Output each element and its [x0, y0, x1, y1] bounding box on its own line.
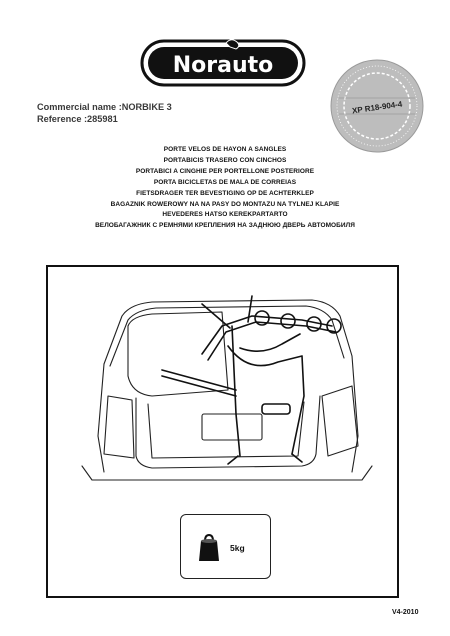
title-pt: PORTA BICICLETAS DE MALA DE CORREIAS [153, 178, 297, 186]
commercial-name: Commercial name :NORBIKE 3 [37, 102, 172, 112]
weight-label: 5kg [230, 543, 245, 553]
version-code: V4-2010 [392, 609, 419, 616]
logo-emblem-icon [225, 39, 240, 50]
title-es: PORTABICIS TRASERO CON CINCHOS [163, 156, 287, 164]
multilingual-titles: PORTE VELOS DE HAYON A SANGLES PORTABICI… [0, 145, 450, 232]
logo-graphic: Norauto [140, 39, 306, 87]
car-rear-icon [81, 295, 373, 481]
title-hu: HEVEDERES HATSO KEREKPARTARTO [162, 211, 288, 219]
reference-number: Reference :285981 [37, 113, 118, 124]
logo-text: Norauto [173, 53, 274, 78]
seal-graphic: XP R18-904-4 [330, 59, 424, 153]
norauto-logo: Norauto [140, 37, 306, 89]
title-fr: PORTE VELOS DE HAYON A SANGLES [163, 146, 287, 153]
certification-seal: XP R18-904-4 [329, 58, 425, 154]
car-bike-rack-illustration [52, 286, 392, 482]
weight-indicator: 5kg [180, 514, 271, 579]
illustration-frame [46, 265, 399, 598]
title-it: PORTABICI A CINGHIE PER PORTELLONE POSTE… [135, 167, 315, 175]
title-ru: ВЕЛОБАГАЖНИК С РЕМНЯМИ КРЕПЛЕНИЯ НА ЗАДН… [95, 222, 355, 230]
weight-icon [199, 533, 219, 561]
product-meta: Commercial name :NORBIKE 3 Reference :28… [37, 102, 172, 125]
title-nl: FIETSDRAGER TER BEVESTIGING OP DE ACHTER… [136, 189, 314, 197]
title-pl: BAGAZNIK ROWEROWY NA NA PASY DO MONTAZU … [110, 200, 340, 208]
